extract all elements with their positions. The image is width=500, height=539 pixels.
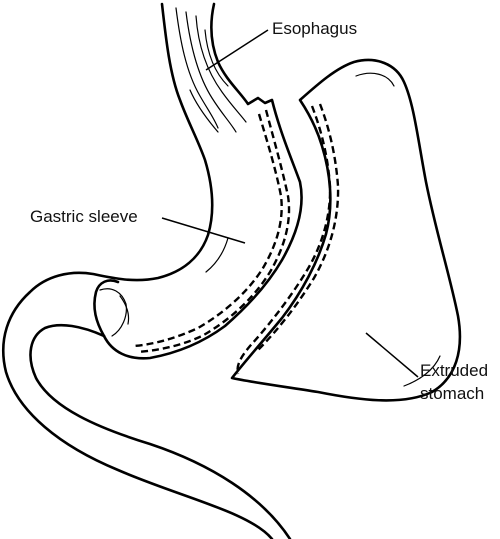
gastric-sleeve-leader bbox=[161, 217, 246, 244]
sleeve-shade-2 bbox=[119, 295, 130, 325]
sleeve-staple-line-inner bbox=[133, 113, 283, 348]
extruded-stomach-label-line1: Extruded bbox=[420, 361, 488, 380]
esophagus-strand-4 bbox=[204, 29, 229, 87]
sleeve-shade-1 bbox=[205, 237, 229, 273]
extruded-stomach-highlight-bottom bbox=[403, 355, 441, 387]
sleeve-left-wall bbox=[2, 2, 274, 539]
esophagus-strand-5 bbox=[189, 89, 219, 133]
esophagus-strand-1 bbox=[175, 7, 219, 129]
extruded-stomach-leader bbox=[365, 332, 419, 378]
pylorus-ridge bbox=[99, 288, 127, 337]
esophagus-label: Esophagus bbox=[272, 19, 357, 38]
esophagus-strand-3 bbox=[195, 15, 247, 123]
extruded-stomach-highlight-top bbox=[355, 72, 395, 87]
pylorus-bulge bbox=[93, 279, 120, 338]
esophagus-and-sleeve bbox=[2, 2, 303, 539]
extruded-stomach-label-line2: stomach bbox=[420, 384, 484, 403]
extruded-stomach bbox=[230, 58, 462, 402]
sleeve-right-wall bbox=[102, 2, 303, 360]
esophagus-strand-2 bbox=[185, 11, 237, 133]
gastric-sleeve-label: Gastric sleeve bbox=[30, 207, 138, 226]
duodenum-upper-wall bbox=[29, 323, 292, 539]
esophagus-leader bbox=[205, 29, 269, 71]
stomach-staple-line-inner bbox=[257, 103, 340, 351]
sleeve-staple-line bbox=[137, 109, 291, 354]
extruded-stomach-outline bbox=[230, 58, 462, 402]
